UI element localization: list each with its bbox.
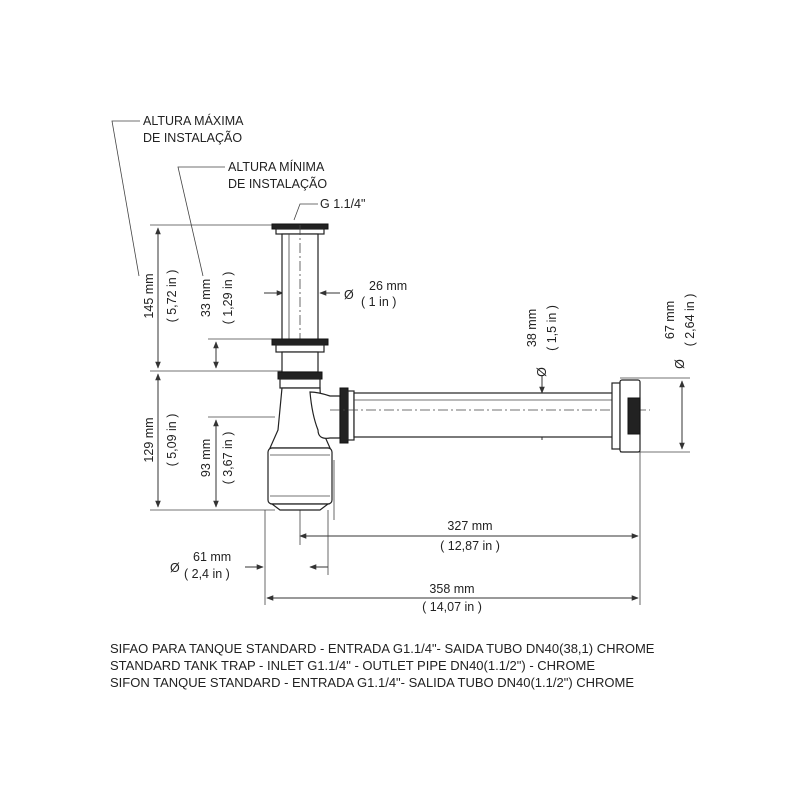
d129-mm: 129 mm <box>142 417 156 462</box>
dia26-in: ( 1 in ) <box>361 295 396 309</box>
min-height-label-2: DE INSTALAÇÃO <box>228 177 327 191</box>
trap-nut <box>277 371 323 380</box>
d129-in: ( 5,09 in ) <box>165 414 179 467</box>
max-height-label-1: ALTURA MÁXIMA <box>143 113 244 128</box>
caption-line-3: SIFON TANQUE STANDARD - ENTRADA G1.1/4"-… <box>110 675 635 690</box>
max-height-leader <box>111 120 140 277</box>
min-height-label-1: ALTURA MÍNIMA <box>228 159 325 174</box>
dia67-symbol: Ø <box>673 359 687 369</box>
dia61-mm: 61 mm <box>193 550 231 564</box>
d33-in: ( 1,29 in ) <box>221 272 235 325</box>
min-height-leader <box>177 166 225 277</box>
dia26-mm: 26 mm <box>369 279 407 293</box>
dia61-symbol: Ø <box>170 561 180 575</box>
dia38-symbol: Ø <box>535 367 549 377</box>
dia26-symbol: Ø <box>344 288 354 302</box>
caption-line-1: SIFAO PARA TANQUE STANDARD - ENTRADA G1.… <box>110 641 655 656</box>
tank-trap-body <box>267 223 650 511</box>
dia38-mm: 38 mm <box>525 309 539 347</box>
d33-mm: 33 mm <box>199 279 213 317</box>
len358-in: ( 14,07 in ) <box>422 600 482 614</box>
dia67-mm: 67 mm <box>663 301 677 339</box>
len327-mm: 327 mm <box>447 519 492 533</box>
len358-mm: 358 mm <box>429 582 474 596</box>
thread-label: G 1.1/4" <box>320 197 365 211</box>
outlet-nut <box>339 387 349 444</box>
caption-line-2: STANDARD TANK TRAP - INLET G1.1/4" - OUT… <box>110 658 596 673</box>
d145-mm: 145 mm <box>142 273 156 318</box>
d145-in: ( 5,72 in ) <box>165 270 179 323</box>
len327-in: ( 12,87 in ) <box>440 539 500 553</box>
d93-in: ( 3,67 in ) <box>221 432 235 485</box>
dimension-61 <box>245 510 329 575</box>
dia38-in: ( 1,5 in ) <box>545 305 559 351</box>
thread-callout: G 1.1/4" <box>293 197 365 221</box>
max-height-label-2: DE INSTALAÇÃO <box>143 131 242 145</box>
dia67-in: ( 2,64 in ) <box>683 294 697 347</box>
d93-mm: 93 mm <box>199 439 213 477</box>
wall-flange <box>611 382 621 450</box>
lock-nut <box>271 338 329 346</box>
dia61-in: ( 2,4 in ) <box>184 567 230 581</box>
